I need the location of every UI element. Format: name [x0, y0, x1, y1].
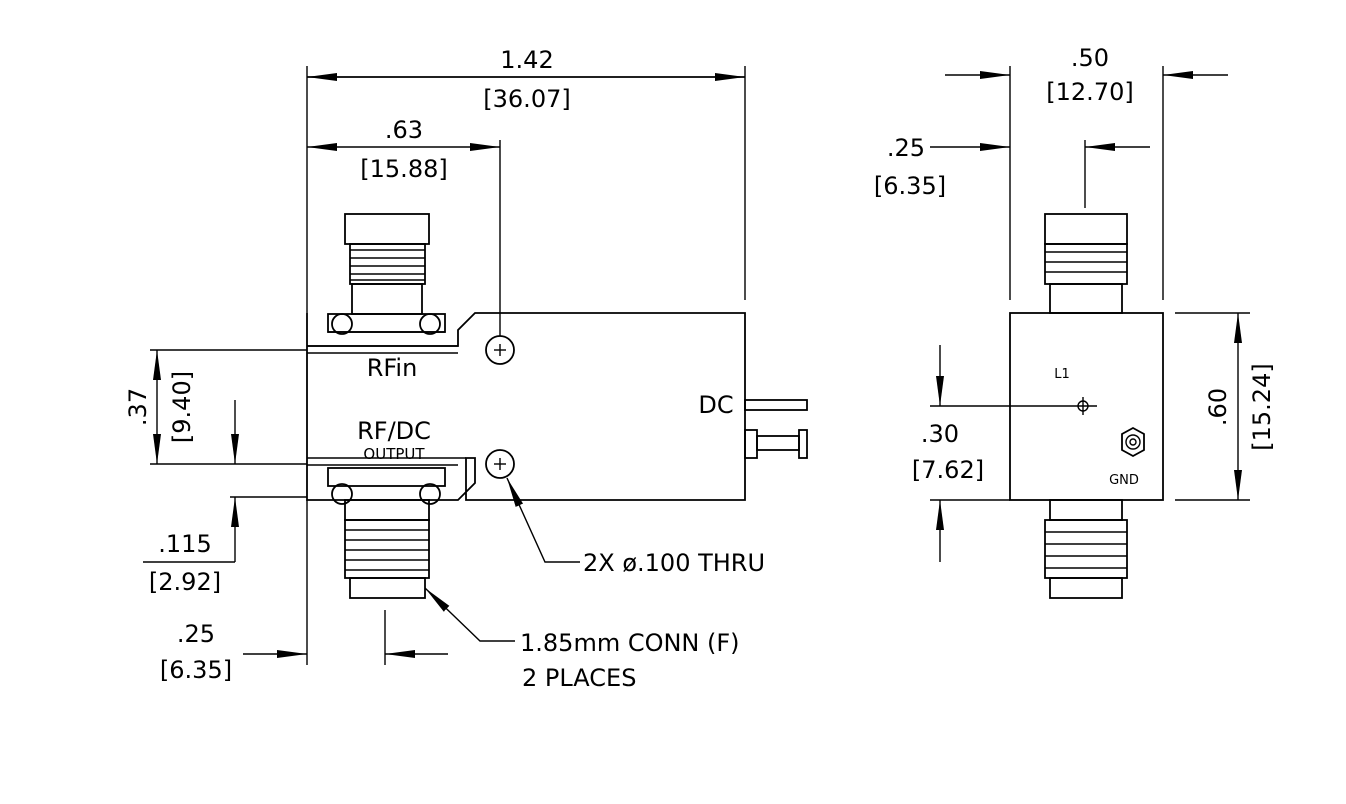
l1-label: L1 [1054, 367, 1070, 382]
gnd-terminal [1121, 426, 1145, 458]
side-view: .50 [12.70] .25 [6.35] .60 [15.24] .30 [… [874, 44, 1276, 599]
width-in-label: 1.42 [500, 46, 553, 74]
mounting-hole-bottom [485, 449, 515, 479]
conn-note-line2: 2 PLACES [522, 664, 636, 692]
width-mm-label: [36.07] [483, 85, 570, 113]
edge-mm-label: [2.92] [149, 568, 221, 596]
l1-crosshair [1075, 397, 1097, 415]
rf-in-label: RFin [367, 354, 418, 382]
bottom-connector [327, 467, 446, 599]
side-mid-in-label: .30 [921, 420, 959, 448]
dc-label: DC [698, 391, 733, 419]
rf-dc-label: RF/DC [357, 417, 431, 445]
thru-note: 2X ø.100 THRU [583, 549, 765, 577]
conn-note-line1: 1.85mm CONN (F) [520, 629, 740, 657]
side-width-mm-label: [12.70] [1046, 78, 1133, 106]
port-spacing-in-label: .37 [124, 388, 152, 426]
side-mid-mm-label: [7.62] [912, 456, 984, 484]
output-label: OUTPUT [363, 445, 425, 463]
edge-in-label: .115 [158, 530, 211, 558]
front-view: 1.42 [36.07] .63 [15.88] .37 [9.40] .115… [124, 46, 808, 692]
conn-offset-mm-label: [6.35] [160, 656, 232, 684]
hole-offset-mm-label: [15.88] [360, 155, 447, 183]
front-body-outline [306, 312, 746, 501]
dc-pins [744, 399, 808, 459]
conn-offset-in-label: .25 [177, 620, 215, 648]
side-height-mm-label: [15.24] [1248, 363, 1276, 450]
mounting-hole-top [485, 335, 515, 365]
top-connector [327, 213, 446, 335]
port-spacing-mm-label: [9.40] [168, 371, 196, 443]
hole-offset-in-label: .63 [385, 116, 423, 144]
side-width-in-label: .50 [1071, 44, 1109, 72]
side-offset-mm-label: [6.35] [874, 172, 946, 200]
side-height-in-label: .60 [1204, 388, 1232, 426]
side-offset-in-label: .25 [887, 134, 925, 162]
gnd-label: GND [1109, 473, 1139, 488]
